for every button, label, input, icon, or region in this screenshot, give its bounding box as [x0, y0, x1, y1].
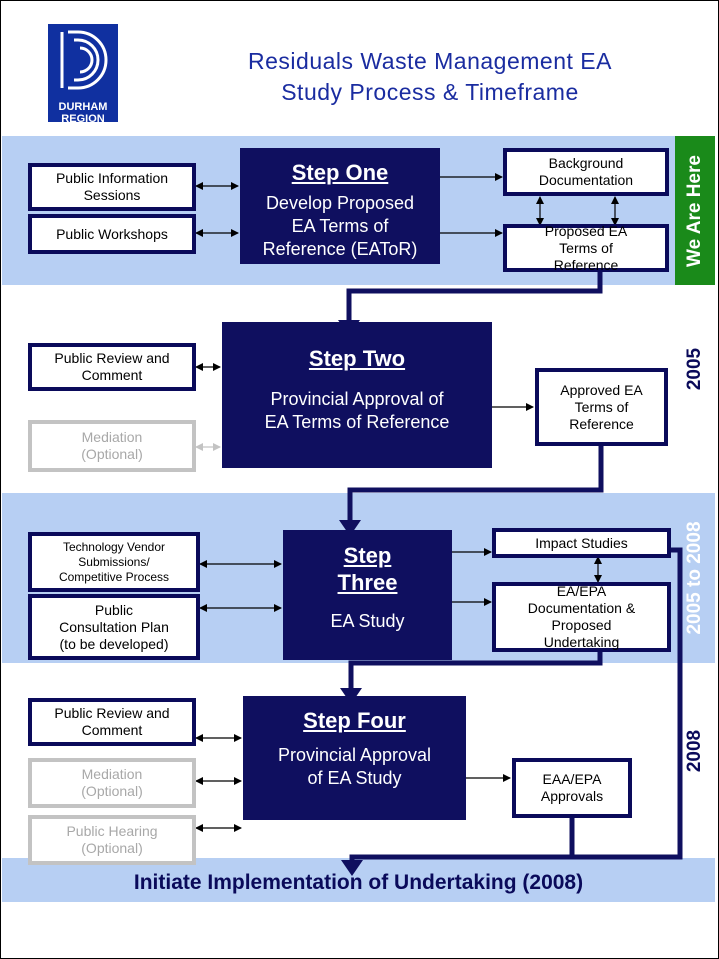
- public-review-comment-box-step-two: Public Review and Comment: [28, 343, 196, 391]
- step-two-heading: Step Two: [308, 346, 406, 371]
- step-two-description: Provincial Approval of EA Terms of Refer…: [264, 389, 450, 432]
- page-title-line2: Study Process & Timeframe: [281, 79, 579, 105]
- impact-studies-box: Impact Studies: [492, 528, 671, 558]
- approved-eator-box: Approved EA Terms of Reference: [535, 368, 668, 446]
- public-review-comment-box-step-four: Public Review and Comment: [28, 698, 196, 746]
- step-one-description: Develop Proposed EA Terms of Reference (…: [262, 193, 418, 259]
- eaa-epa-approvals-box: EAA/EPA Approvals: [512, 758, 632, 818]
- page-title-line1: Residuals Waste Management EA: [248, 48, 612, 74]
- step-three-description: EA Study: [330, 611, 405, 631]
- public-information-sessions-box: Public Information Sessions: [28, 163, 196, 211]
- step-three-box: Step Three EA Study: [283, 530, 452, 660]
- we-are-here-strip: [675, 136, 715, 285]
- mediation-optional-box-step-four: Mediation (Optional): [28, 758, 196, 808]
- step-four-box: Step Four Provincial Approval of EA Stud…: [243, 696, 466, 820]
- proposed-eator-box: Proposed EA Terms of Reference: [503, 223, 669, 273]
- step-two-box: Step Two Provincial Approval of EA Terms…: [222, 322, 492, 468]
- public-hearing-optional-box: Public Hearing (Optional): [28, 815, 196, 865]
- logo-d-icon: [60, 30, 108, 90]
- public-workshops-box: Public Workshops: [28, 214, 196, 254]
- technology-vendor-box: Technology Vendor Submissions/ Competiti…: [28, 532, 200, 592]
- step-one-box: Step One Develop Proposed EA Terms of Re…: [240, 148, 440, 264]
- logo-text-line2: REGION: [61, 113, 105, 125]
- step-four-description: Provincial Approval of EA Study: [277, 745, 432, 788]
- ea-epa-documentation-box: EA/EPA Documentation & Proposed Undertak…: [492, 582, 671, 652]
- durham-region-logo: DURHAM REGION: [48, 24, 118, 125]
- background-documentation-box: Background Documentation: [503, 148, 669, 196]
- step-three-heading: Step Three: [337, 543, 398, 595]
- initiate-implementation-label: Initiate Implementation of Undertaking (…: [133, 871, 584, 894]
- mediation-optional-box-step-two: Mediation (Optional): [28, 420, 196, 472]
- step-one-heading: Step One: [291, 160, 389, 185]
- logo-text-line1: DURHAM: [58, 101, 108, 113]
- step-four-heading: Step Four: [303, 708, 406, 733]
- public-consultation-plan-box: Public Consultation Plan (to be develope…: [28, 594, 200, 660]
